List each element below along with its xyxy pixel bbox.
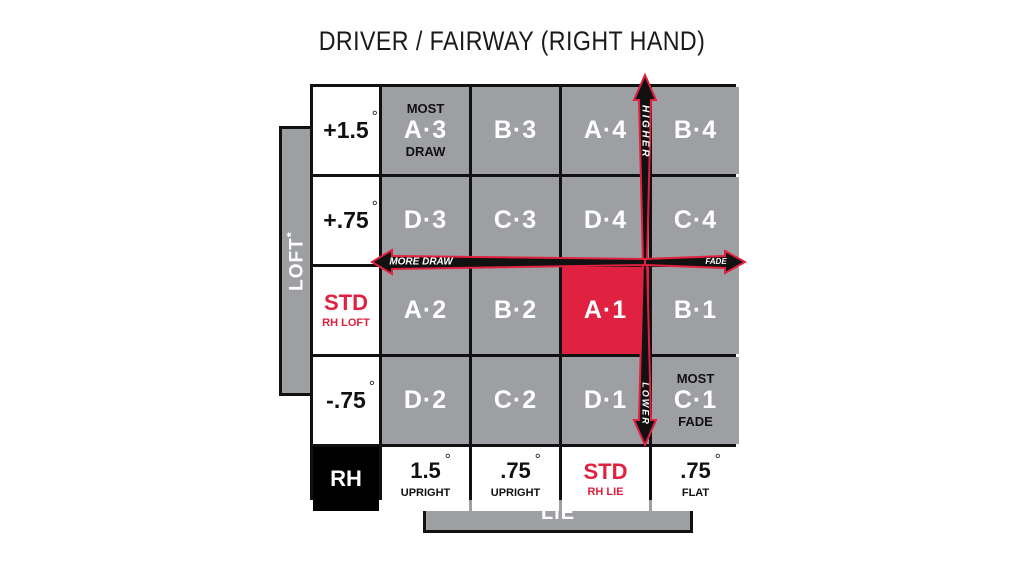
setting-cell-a4: A·4	[562, 87, 649, 174]
setting-cell-a2: A·2	[382, 267, 469, 354]
setting-cell-c1: MOST C·1 FADE	[652, 357, 739, 444]
setting-cell-a3: MOST A·3 DRAW	[382, 87, 469, 174]
setting-cell-c3: C·3	[472, 177, 559, 264]
loft-row-standard: STD RH LOFT	[313, 267, 379, 354]
loft-row-plus-1-5: +1.5°	[313, 87, 379, 174]
lie-col-standard: STD RH LIE	[562, 447, 649, 511]
page-title: DRIVER / FAIRWAY (RIGHT HAND)	[318, 26, 706, 56]
setting-cell-b2: B·2	[472, 267, 559, 354]
lie-col-upright-1-5: 1.5° UPRIGHT	[382, 447, 469, 511]
right-hand-corner-label: RH	[313, 447, 379, 511]
setting-cell-d2: D·2	[382, 357, 469, 444]
setting-cell-d4: D·4	[562, 177, 649, 264]
loft-axis-bar	[279, 126, 311, 396]
setting-cell-b3: B·3	[472, 87, 559, 174]
setting-cell-a1-standard: A·1	[562, 267, 649, 354]
setting-cell-c2: C·2	[472, 357, 559, 444]
lie-col-flat-0-75: .75° FLAT	[652, 447, 739, 511]
loft-row-plus-0-75: +.75°	[313, 177, 379, 264]
setting-cell-d3: D·3	[382, 177, 469, 264]
setting-cell-c4: C·4	[652, 177, 739, 264]
loft-row-minus-0-75: -.75°	[313, 357, 379, 444]
adjustment-chart-grid: +1.5° MOST A·3 DRAW B·3 A·4 B·4 +.75° D·…	[310, 84, 739, 511]
lie-col-upright-0-75: .75° UPRIGHT	[472, 447, 559, 511]
setting-cell-d1: D·1	[562, 357, 649, 444]
loft-axis-label: LOFT*	[283, 231, 308, 291]
setting-cell-b1: B·1	[652, 267, 739, 354]
setting-cell-b4: B·4	[652, 87, 739, 174]
